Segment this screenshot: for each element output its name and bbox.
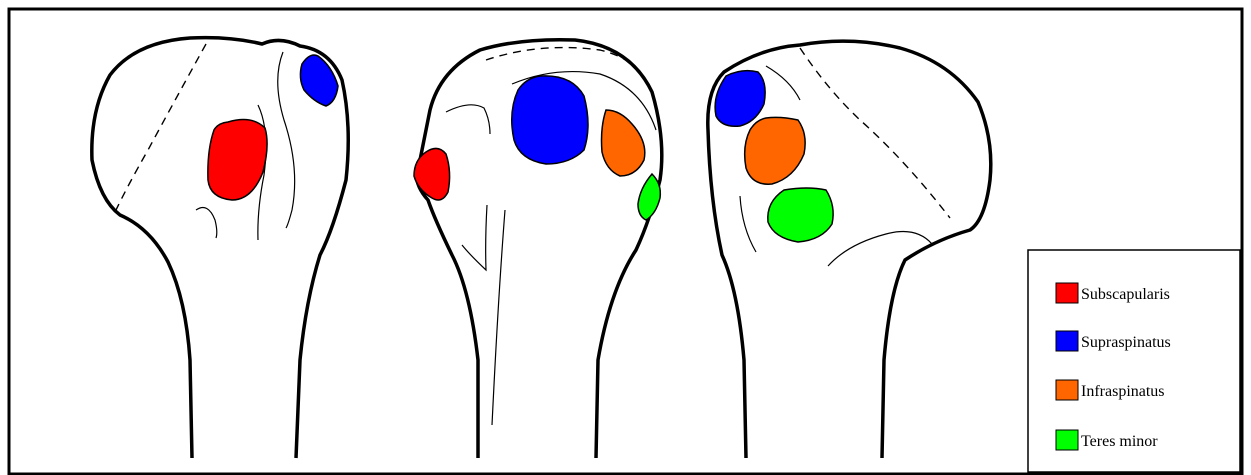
humerus-anterior-view [92, 38, 348, 458]
legend-label-subscapularis: Subscapularis [1081, 286, 1170, 303]
humerus-anterior-outline [92, 38, 348, 458]
legend-swatch-supraspinatus [1056, 331, 1078, 351]
legend-label-supraspinatus: Supraspinatus [1081, 334, 1171, 351]
legend-label-infraspinatus: Infraspinatus [1081, 383, 1165, 400]
humerus-lateral-view [414, 40, 662, 458]
supraspinatus-footprint-superior [512, 76, 588, 164]
teres-minor-footprint-posterior [768, 188, 833, 242]
humerus-posterior-view [708, 41, 991, 458]
legend-swatch-subscapularis [1056, 283, 1078, 303]
legend-swatch-infraspinatus [1056, 380, 1078, 400]
legend-swatch-teres-minor [1056, 430, 1078, 450]
legend-label-teres-minor: Teres minor [1081, 433, 1158, 450]
legend: Subscapularis Supraspinatus Infraspinatu… [1028, 250, 1240, 472]
